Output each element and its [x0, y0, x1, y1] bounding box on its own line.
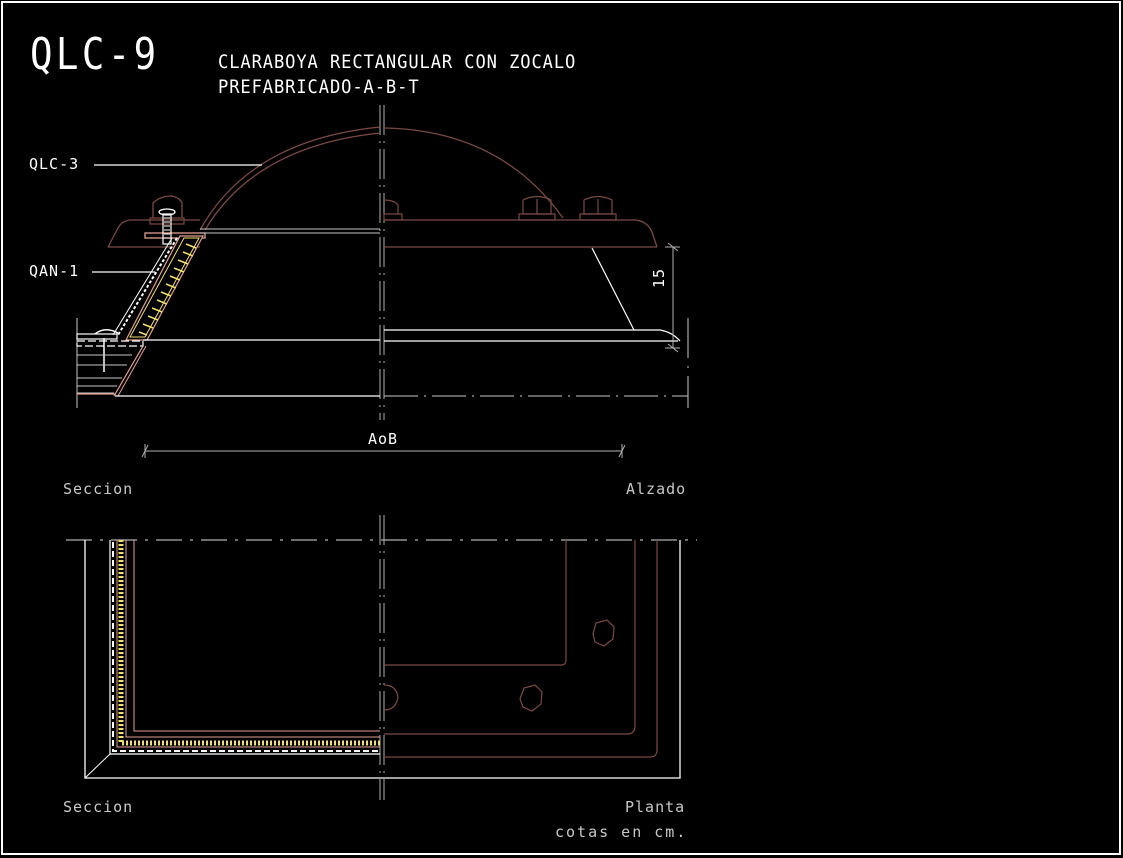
- units-note: cotas en cm.: [555, 823, 688, 841]
- drawing-title-line1: CLARABOYA RECTANGULAR CON ZOCALO: [218, 51, 577, 73]
- section-elevation-view: [76, 105, 689, 800]
- right-flange: [384, 219, 658, 248]
- dimension-width: [141, 444, 626, 458]
- view-label-section-top: Seccion: [63, 480, 134, 498]
- drawing-title-line2: PREFABRICADO-A-B-T: [218, 76, 420, 98]
- view-label-section-bottom: Seccion: [63, 798, 134, 816]
- plan-bolts: [383, 619, 615, 712]
- plan-view: [66, 539, 697, 779]
- dimension-height-label: 15: [650, 267, 668, 288]
- bolt-section: [149, 195, 185, 245]
- view-label-elevation: Alzado: [626, 480, 687, 498]
- center-axis: [379, 105, 385, 800]
- bolts-elevation: [383, 195, 617, 221]
- roof-buildup: [76, 318, 147, 408]
- dimension-height: [665, 242, 680, 353]
- callout-qlc3: QLC-3: [29, 155, 80, 173]
- drawing-code: QLC-9: [30, 29, 160, 80]
- view-label-plan: Planta: [625, 798, 686, 816]
- sloped-upstand: [112, 235, 205, 341]
- dimension-width-label: AoB: [368, 430, 399, 448]
- dome-skylight: [199, 126, 564, 231]
- callout-qan1: QAN-1: [29, 262, 80, 280]
